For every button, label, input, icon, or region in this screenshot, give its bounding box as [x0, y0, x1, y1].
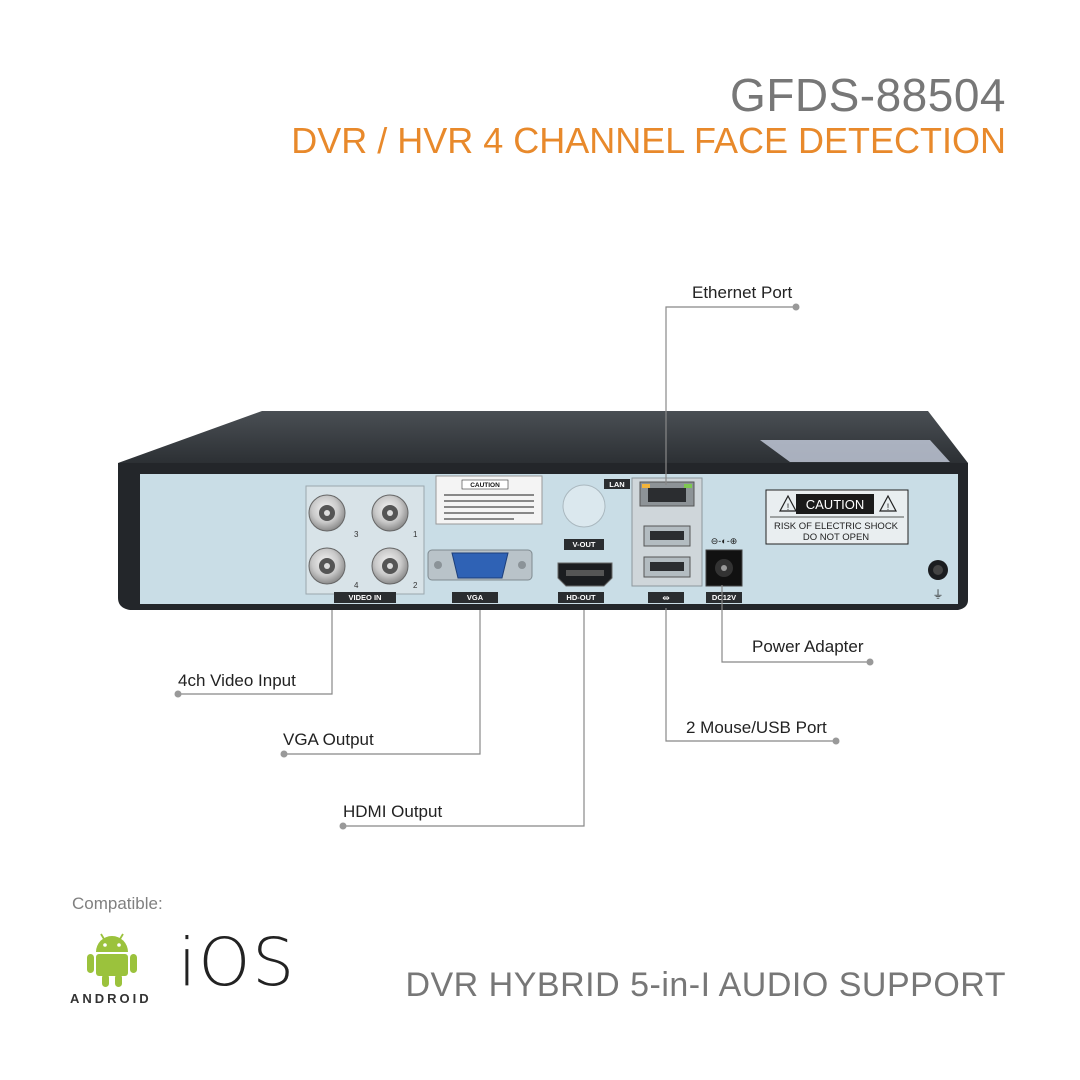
svg-text:⏚: ⏚: [933, 588, 944, 601]
callout-lines: [178, 306, 870, 827]
ethernet-port: [639, 481, 695, 507]
usb-leader: [665, 608, 836, 742]
dc-polarity-icon: ⊖-◐-⊕: [711, 536, 738, 546]
ground-screw: ⏚: [928, 560, 948, 601]
bnc-label-4: 4: [354, 581, 359, 590]
vga-leader: [284, 610, 481, 755]
caution-sticker: ! ! CAUTION RISK OF ELECTRIC SHOCK DO NO…: [765, 489, 909, 545]
bnc-label-2: 2: [413, 581, 418, 590]
bnc-label-3: 3: [354, 530, 359, 539]
hdmi-output-callout: HDMI Output: [343, 802, 443, 821]
android-wordmark: ANDROID: [70, 991, 152, 1006]
hd-out-label: HD-OUT: [566, 593, 596, 602]
vga-output-callout: VGA Output: [283, 730, 374, 749]
bnc-connector-1: [371, 494, 409, 532]
bnc-connector-4: [308, 547, 346, 585]
usb-port-top: [643, 525, 691, 547]
callout-dots: [174, 303, 874, 830]
power-leader: [721, 585, 870, 663]
bnc-connector-2: [371, 547, 409, 585]
bnc-label-1: 1: [413, 530, 418, 539]
svg-text:!: !: [887, 502, 890, 512]
model-number: GFDS-88504: [729, 69, 1006, 121]
svg-text:!: !: [787, 502, 790, 512]
ethernet-port-callout: Ethernet Port: [692, 283, 793, 302]
power-adapter-callout: Power Adapter: [752, 637, 864, 656]
compatible-label: Compatible:: [72, 894, 163, 913]
ios-wordmark: iOS: [178, 924, 297, 1001]
ethernet-leader: [665, 306, 796, 485]
caution-line-2: DO NOT OPEN: [803, 532, 869, 543]
video-input-callout: 4ch Video Input: [178, 671, 296, 690]
lan-label: LAN: [609, 480, 624, 489]
video-in-label: VIDEO IN: [349, 593, 382, 602]
product-subtitle: DVR / HVR 4 CHANNEL FACE DETECTION: [291, 120, 1006, 161]
dc-power-jack: [705, 549, 743, 587]
vga-label: VGA: [467, 593, 484, 602]
vga-connector: [427, 549, 533, 581]
usb-icon: ⇹: [662, 593, 670, 603]
v-out-port: [562, 484, 606, 528]
audio-support-tagline: DVR HYBRID 5-in-I AUDIO SUPPORT: [405, 966, 1006, 1004]
android-robot-icon: [87, 933, 137, 987]
chassis-top: [118, 411, 968, 463]
usb-port-bottom: [643, 556, 691, 578]
bnc-connector-3: [308, 494, 346, 532]
caution-title: CAUTION: [806, 497, 865, 512]
hdmi-leader: [343, 610, 585, 827]
usb-port-callout: 2 Mouse/USB Port: [686, 718, 827, 737]
caution-line-1: RISK OF ELECTRIC SHOCK: [774, 521, 899, 532]
v-out-label: V-OUT: [573, 540, 596, 549]
video-leader: [178, 610, 333, 695]
small-caution-text: CAUTION: [470, 482, 500, 489]
dc12v-label: DC12V: [712, 593, 736, 602]
